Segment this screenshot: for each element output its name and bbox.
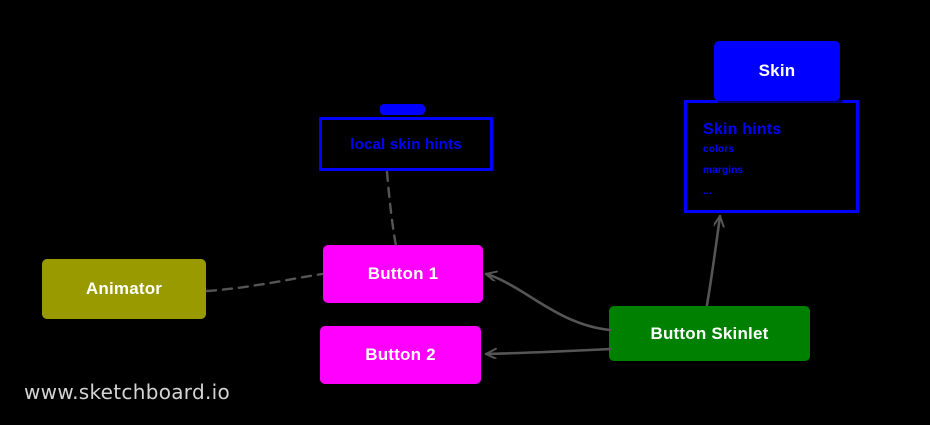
node-skin-hints[interactable]: Skin hints colors margins ...	[684, 100, 859, 213]
edge-localhints-to-button1	[385, 170, 398, 248]
node-local-skin-hints[interactable]: local skin hints	[319, 117, 493, 171]
node-local-skin-hints-label: local skin hints	[350, 135, 462, 153]
node-button-skinlet-label: Button Skinlet	[650, 323, 769, 343]
node-animator[interactable]: Animator	[42, 259, 206, 319]
node-button-2-label: Button 2	[365, 345, 436, 364]
local-skin-hints-tab	[380, 104, 425, 115]
node-button-1-label: Button 1	[367, 264, 439, 283]
node-skin-hints-item-margins: margins	[703, 164, 744, 176]
node-skin-hints-item-colors: colors	[703, 143, 735, 155]
node-button-skinlet[interactable]: Button Skinlet	[609, 306, 810, 361]
node-button-2[interactable]: Button 2	[320, 326, 481, 384]
node-skin-hints-item-ellipsis: ...	[703, 185, 712, 197]
node-skin[interactable]: Skin	[714, 41, 840, 101]
node-animator-label: Animator	[85, 279, 163, 298]
edge-skinlet-to-button2	[484, 347, 612, 354]
node-skin-hints-title: Skin hints	[703, 121, 782, 138]
node-button-1[interactable]: Button 1	[323, 245, 483, 303]
edge-animator-to-button1	[205, 272, 324, 293]
edge-skinlet-to-skinhints	[705, 214, 720, 307]
watermark: www.sketchboard.io	[24, 380, 231, 404]
node-skin-label: Skin	[758, 61, 796, 80]
edge-skinlet-to-button1	[484, 274, 612, 332]
